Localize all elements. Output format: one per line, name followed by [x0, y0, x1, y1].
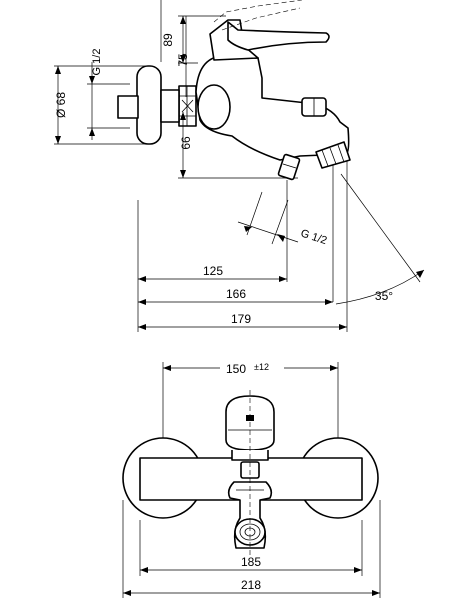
dim-center-tolerance: ±12	[254, 362, 269, 372]
dim-thread-outlet: G 1/2	[299, 227, 328, 247]
dim-diameter: Ø 68	[54, 92, 68, 118]
dim-center-distance: 150	[226, 362, 246, 376]
dim-thread-inlet: G 1/2	[91, 49, 103, 76]
dim-spout-angle: 35°	[375, 289, 393, 303]
dim-height-top: 89	[161, 33, 175, 47]
dim-depth-total: 179	[231, 312, 251, 326]
lever-handle	[227, 21, 330, 51]
shower-outlet	[277, 153, 301, 181]
inlet-pipe	[117, 95, 139, 119]
side-view: 89 75 66 Ø 68 G 1/2 G 1/2 35° 125 166 17…	[54, 0, 425, 332]
wall-rosette	[136, 65, 162, 145]
dim-width-body: 185	[241, 555, 261, 569]
dim-width-total: 218	[241, 578, 261, 592]
dim-height-below: 66	[179, 136, 193, 150]
dim-depth-outlet: 125	[203, 264, 223, 278]
lever-raised-outline	[213, 0, 303, 23]
dim-depth-spout: 166	[226, 287, 246, 301]
dim-height-lever: 75	[176, 53, 190, 67]
front-view: 150 ±12 185 218	[122, 360, 381, 598]
